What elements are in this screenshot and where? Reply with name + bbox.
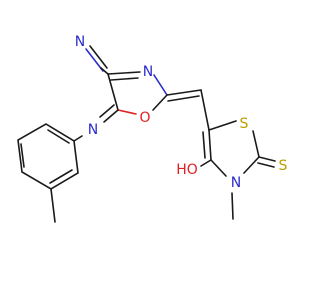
- bond-c4-nitrile: [100, 67, 109, 75]
- tolyl-double-2: [20, 143, 25, 168]
- bond-layer: [17, 45, 276, 223]
- atom-n-oxazole: N: [143, 64, 153, 80]
- molecule-structure: N N O N S S N HO: [17, 34, 288, 223]
- atom-o-oxazole: O: [139, 110, 150, 126]
- bond-ch-c5t: [200, 89, 210, 131]
- bond-s1-c2t: [252, 130, 260, 158]
- bond-c5-imine-double: [99, 104, 115, 118]
- tolyl-double-1: [49, 169, 73, 184]
- bond-c5-imine: [103, 109, 119, 123]
- bond-c2-o1: [152, 94, 168, 111]
- bond-c2-ch: [166, 89, 202, 96]
- bond-n3-c4t: [210, 159, 227, 177]
- bond-c5t-s1: [208, 120, 237, 131]
- tolyl-ring: [17, 123, 79, 190]
- bond-c4t-c5t: [208, 129, 212, 161]
- atom-n-nitrile: N: [75, 34, 85, 50]
- atom-labels: N N O N S S N HO: [75, 34, 288, 191]
- bond-c4-n3: [107, 71, 141, 75]
- atom-n-thiazolidine: N: [231, 175, 241, 191]
- bond-o1-c5: [117, 109, 137, 115]
- bond-c4-n3-double: [110, 77, 139, 81]
- bond-nitrile-n: [85, 48, 104, 72]
- atom-hydroxyl: HO: [176, 162, 198, 178]
- bond-n-aryl: [73, 135, 83, 142]
- bond-nitrile-c: [89, 45, 108, 69]
- bond-c2t-s-double: [257, 162, 275, 168]
- bond-n-methyl: [231, 192, 234, 220]
- bond-n3-c2: [153, 74, 168, 96]
- bond-c2-ch-double: [167, 95, 200, 102]
- bond-c4t-oh: [200, 159, 212, 167]
- bond-c4t-c5t-double: [202, 131, 206, 159]
- atom-n-imine: N: [88, 122, 98, 138]
- tolyl-double-3: [47, 129, 70, 144]
- bond-tolyl-methyl: [50, 188, 56, 223]
- atom-s-ring: S: [240, 116, 249, 132]
- bond-c2t-s: [258, 156, 276, 162]
- bond-c2t-n3: [243, 156, 260, 174]
- bond-c4-c5: [107, 73, 119, 111]
- atom-s-thione: S: [279, 158, 288, 174]
